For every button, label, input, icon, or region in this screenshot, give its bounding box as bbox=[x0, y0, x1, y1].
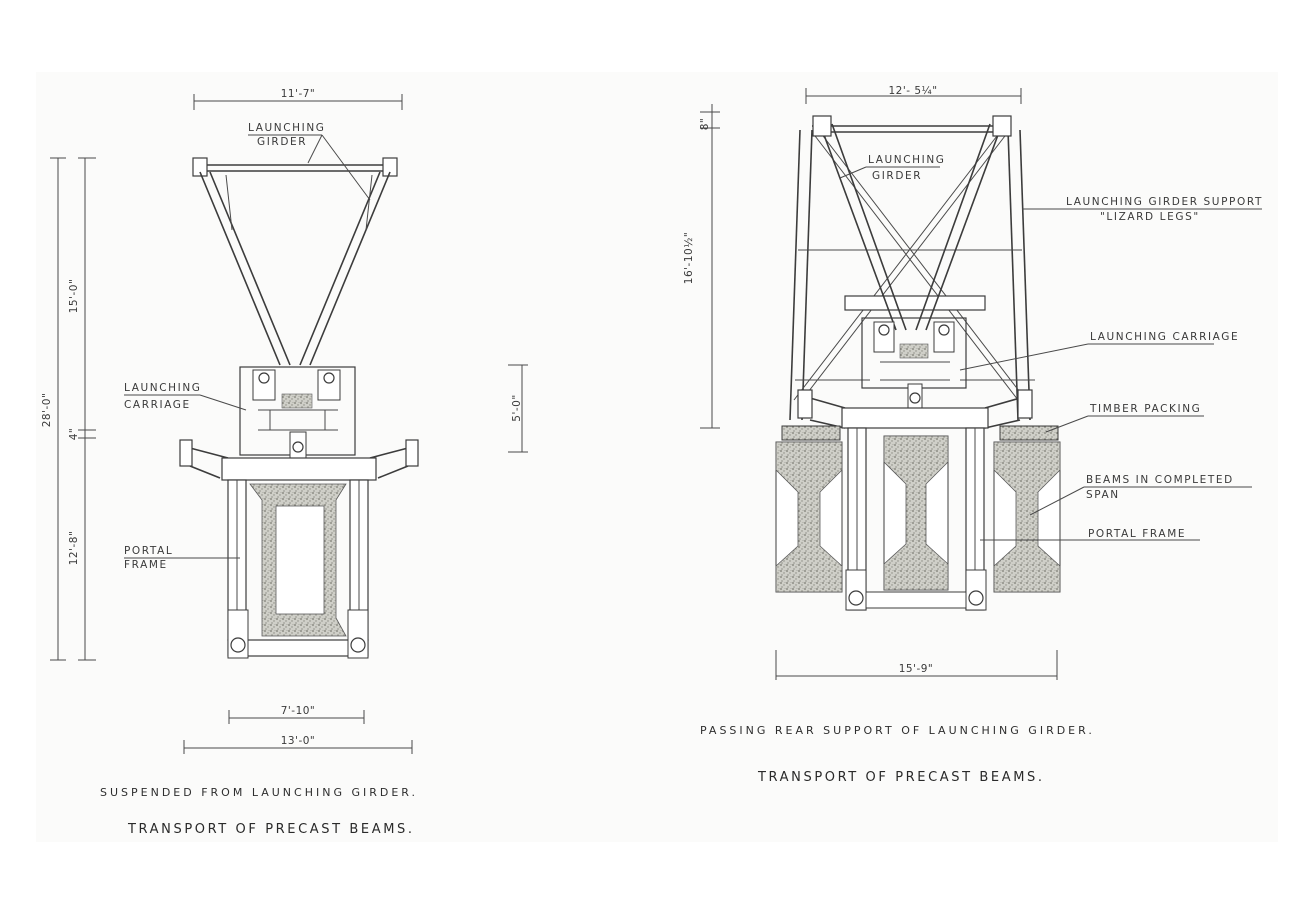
left-portal-label: PORTAL FRAME bbox=[124, 545, 240, 571]
left-portal-label-line2: FRAME bbox=[124, 559, 168, 571]
right-beams-label-line1: BEAMS IN COMPLETED bbox=[1086, 474, 1234, 486]
left-lower-height-value: 12'-8" bbox=[68, 531, 80, 566]
right-beams-label: BEAMS IN COMPLETED SPAN bbox=[1029, 474, 1252, 516]
right-top-width-dimension: 12'- 5¼" bbox=[805, 85, 1022, 104]
right-launching-girder bbox=[812, 115, 1012, 331]
right-timber-label: TIMBER PACKING bbox=[1045, 403, 1204, 433]
left-view: 11'-7" LAUNCHING GIRDER bbox=[41, 88, 528, 837]
left-precast-beam bbox=[249, 483, 347, 637]
left-mid-gap-value: 4" bbox=[68, 428, 80, 441]
right-girder-label-line2: GIRDER bbox=[872, 170, 922, 182]
right-support-label: LAUNCHING GIRDER SUPPORT "LIZARD LEGS" bbox=[1022, 196, 1263, 223]
right-view: 12'- 5¼" bbox=[683, 85, 1263, 785]
left-girder-label-line2: GIRDER bbox=[257, 136, 307, 148]
right-title: TRANSPORT OF PRECAST BEAMS. bbox=[757, 770, 1045, 785]
right-carriage-label: LAUNCHING CARRIAGE bbox=[959, 331, 1239, 371]
left-girder-span-value: 11'-7" bbox=[281, 88, 316, 100]
right-girder-label-line1: LAUNCHING bbox=[868, 154, 946, 166]
left-upper-height-value: 15'-0" bbox=[68, 279, 80, 314]
right-base-width-dimension: 15'-9" bbox=[775, 650, 1058, 680]
right-girder-label: LAUNCHING GIRDER bbox=[839, 154, 946, 182]
right-top-width-value: 12'- 5¼" bbox=[888, 85, 937, 97]
left-carriage-label: LAUNCHING CARRIAGE bbox=[124, 382, 247, 411]
left-portal-label-line1: PORTAL bbox=[124, 545, 173, 557]
right-timber-label-text: TIMBER PACKING bbox=[1089, 403, 1201, 415]
left-title: TRANSPORT OF PRECAST BEAMS. bbox=[127, 822, 415, 837]
right-portal-label: PORTAL FRAME bbox=[980, 528, 1200, 541]
left-inner-width-value: 7'-10" bbox=[281, 705, 316, 717]
right-launching-carriage bbox=[861, 317, 967, 415]
right-caption: PASSING REAR SUPPORT OF LAUNCHING GIRDER… bbox=[700, 724, 1095, 737]
left-carriage-label-line1: LAUNCHING bbox=[124, 382, 202, 394]
left-carriage-label-line2: CARRIAGE bbox=[124, 399, 191, 411]
left-outer-width-value: 13'-0" bbox=[281, 735, 316, 747]
left-girder-span-dimension: 11'-7" bbox=[193, 88, 403, 110]
right-lizard-legs bbox=[789, 125, 1035, 421]
right-portal-frame bbox=[845, 427, 987, 611]
left-bottom-dimensions: 7'-10" 13'-0" bbox=[183, 705, 413, 754]
paper-background bbox=[36, 72, 1278, 842]
right-top-offset-value: 8" bbox=[699, 118, 711, 131]
left-carriage-drop-value: 5'-0" bbox=[511, 394, 523, 421]
right-support-label-line2: "LIZARD LEGS" bbox=[1100, 211, 1200, 223]
right-beams-label-line2: SPAN bbox=[1086, 489, 1120, 501]
left-total-height-value: 28'-0" bbox=[41, 393, 53, 428]
left-portal-frame bbox=[227, 479, 369, 659]
left-girder-label: LAUNCHING GIRDER bbox=[248, 122, 371, 201]
right-vertical-dimensions: 8" 16'-10½" bbox=[683, 104, 720, 429]
right-height-value: 16'-10½" bbox=[683, 232, 695, 284]
right-base-width-value: 15'-9" bbox=[899, 663, 934, 675]
left-launching-girder bbox=[192, 157, 398, 366]
right-portal-label-text: PORTAL FRAME bbox=[1088, 528, 1186, 540]
right-carriage-label-text: LAUNCHING CARRIAGE bbox=[1090, 331, 1239, 343]
left-cross-beam bbox=[179, 439, 419, 481]
left-vertical-dimensions: 28'-0" 15'-0" 4" 12'-8" 5'-0" bbox=[41, 157, 528, 661]
right-precast-beams bbox=[775, 435, 1061, 593]
left-launching-carriage bbox=[239, 366, 356, 463]
left-girder-label-line1: LAUNCHING bbox=[248, 122, 326, 134]
left-caption: SUSPENDED FROM LAUNCHING GIRDER. bbox=[100, 786, 418, 799]
right-support-label-line1: LAUNCHING GIRDER SUPPORT bbox=[1066, 196, 1263, 208]
right-timber-packing bbox=[781, 425, 1059, 441]
